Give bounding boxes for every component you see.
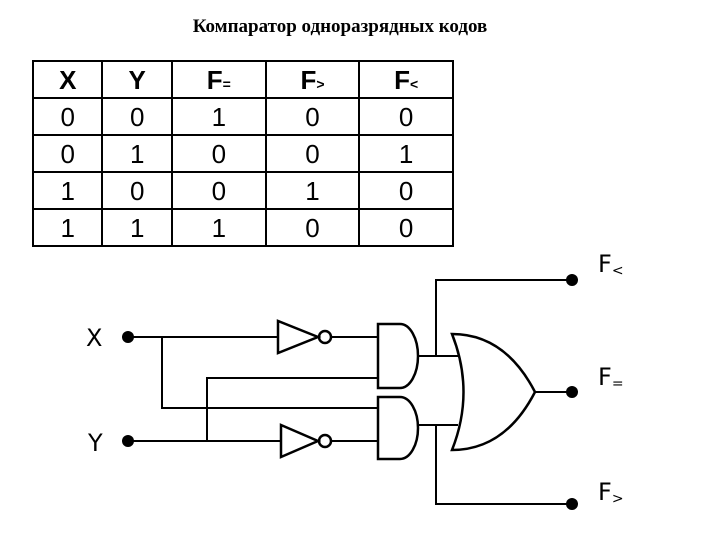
table-cell: 1 [264, 171, 361, 210]
table-cell: 0 [170, 171, 267, 210]
output-label-f-gt: F> [598, 478, 624, 507]
table-cell: 1 [170, 208, 267, 247]
terminal-f-gt [566, 498, 578, 510]
terminal-x [122, 331, 134, 343]
wire-y-branch [206, 377, 378, 441]
header-y: Y [101, 60, 173, 99]
page-title: Компаратор одноразрядных кодов [192, 16, 488, 37]
table-cell: 1 [358, 134, 454, 173]
table-cell: 1 [101, 134, 173, 173]
truth-table-header-row: X Y F= F> F< [31, 60, 454, 99]
table-cell: 1 [31, 171, 104, 210]
truth-table: X Y F= F> F< 0 0 1 0 0 0 1 0 0 1 1 0 0 1… [31, 60, 454, 247]
header-x: X [31, 60, 104, 99]
table-cell: 0 [358, 171, 454, 210]
output-label-f-eq: F= [598, 363, 624, 392]
and-gate-2 [376, 395, 420, 461]
table-cell: 0 [264, 134, 361, 173]
table-cell: 0 [264, 97, 361, 136]
table-cell: 1 [170, 97, 267, 136]
header-f-gt: F> [264, 60, 361, 99]
output-label-f-lt: F< [598, 250, 624, 279]
header-f-eq: F= [170, 60, 267, 99]
table-cell: 0 [358, 208, 454, 247]
table-row: 1 0 0 1 0 [31, 171, 454, 210]
wire-f-lt [435, 279, 570, 356]
table-cell: 0 [264, 208, 361, 247]
table-cell: 0 [101, 97, 173, 136]
table-cell: 0 [170, 134, 267, 173]
table-cell: 0 [358, 97, 454, 136]
or-gate [450, 332, 537, 452]
input-label-x: X [86, 324, 102, 352]
table-cell: 0 [31, 134, 104, 173]
table-cell: 1 [31, 208, 104, 247]
table-row: 0 1 0 0 1 [31, 134, 454, 173]
terminal-f-lt [566, 274, 578, 286]
terminal-f-eq [566, 386, 578, 398]
and-gate-1 [376, 322, 420, 390]
table-cell: 1 [101, 208, 173, 247]
wire-f-gt [435, 425, 570, 505]
terminal-y [122, 435, 134, 447]
not-gate-x [276, 319, 322, 355]
input-label-y: Y [87, 429, 103, 457]
table-cell: 0 [101, 171, 173, 210]
not-bubble-y [317, 433, 333, 449]
not-bubble-x [317, 329, 333, 345]
header-f-lt: F< [358, 60, 454, 99]
table-row: 0 0 1 0 0 [31, 97, 454, 136]
table-row: 1 1 1 0 0 [31, 208, 454, 247]
table-cell: 0 [31, 97, 104, 136]
not-gate-y [279, 423, 322, 459]
wire-x-branch [161, 337, 378, 409]
